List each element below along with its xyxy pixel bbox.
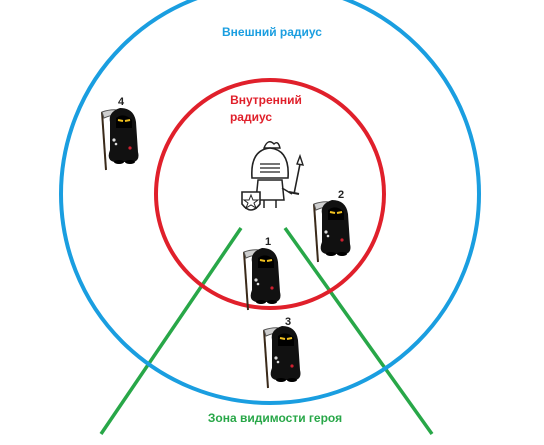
enemy-2: 2 — [313, 189, 352, 263]
vision-line-left — [99, 227, 243, 435]
knight-hero-icon — [241, 141, 305, 211]
inner-radius-label-line2: радиус — [230, 110, 272, 124]
enemy-1: 1 — [243, 236, 282, 311]
enemy-4-number: 4 — [118, 96, 125, 108]
enemy-4: 4 — [101, 96, 140, 171]
outer-radius-label: Внешний радиус — [222, 25, 322, 39]
enemy-2-number: 2 — [338, 189, 344, 201]
enemy-3: 3 — [263, 316, 302, 389]
grim-reaper-icon — [263, 325, 302, 389]
enemy-1-number: 1 — [265, 236, 271, 248]
grim-reaper-icon — [101, 107, 140, 171]
vision-line-right — [283, 226, 434, 436]
grim-reaper-icon — [243, 247, 282, 311]
enemy-3-number: 3 — [285, 316, 291, 328]
inner-radius-circle — [154, 78, 386, 310]
outer-radius-circle — [59, 0, 481, 405]
grim-reaper-icon — [313, 199, 352, 263]
inner-radius-label-line1: Внутренний — [230, 93, 302, 107]
vision-zone-label: Зона видимости героя — [208, 411, 342, 425]
